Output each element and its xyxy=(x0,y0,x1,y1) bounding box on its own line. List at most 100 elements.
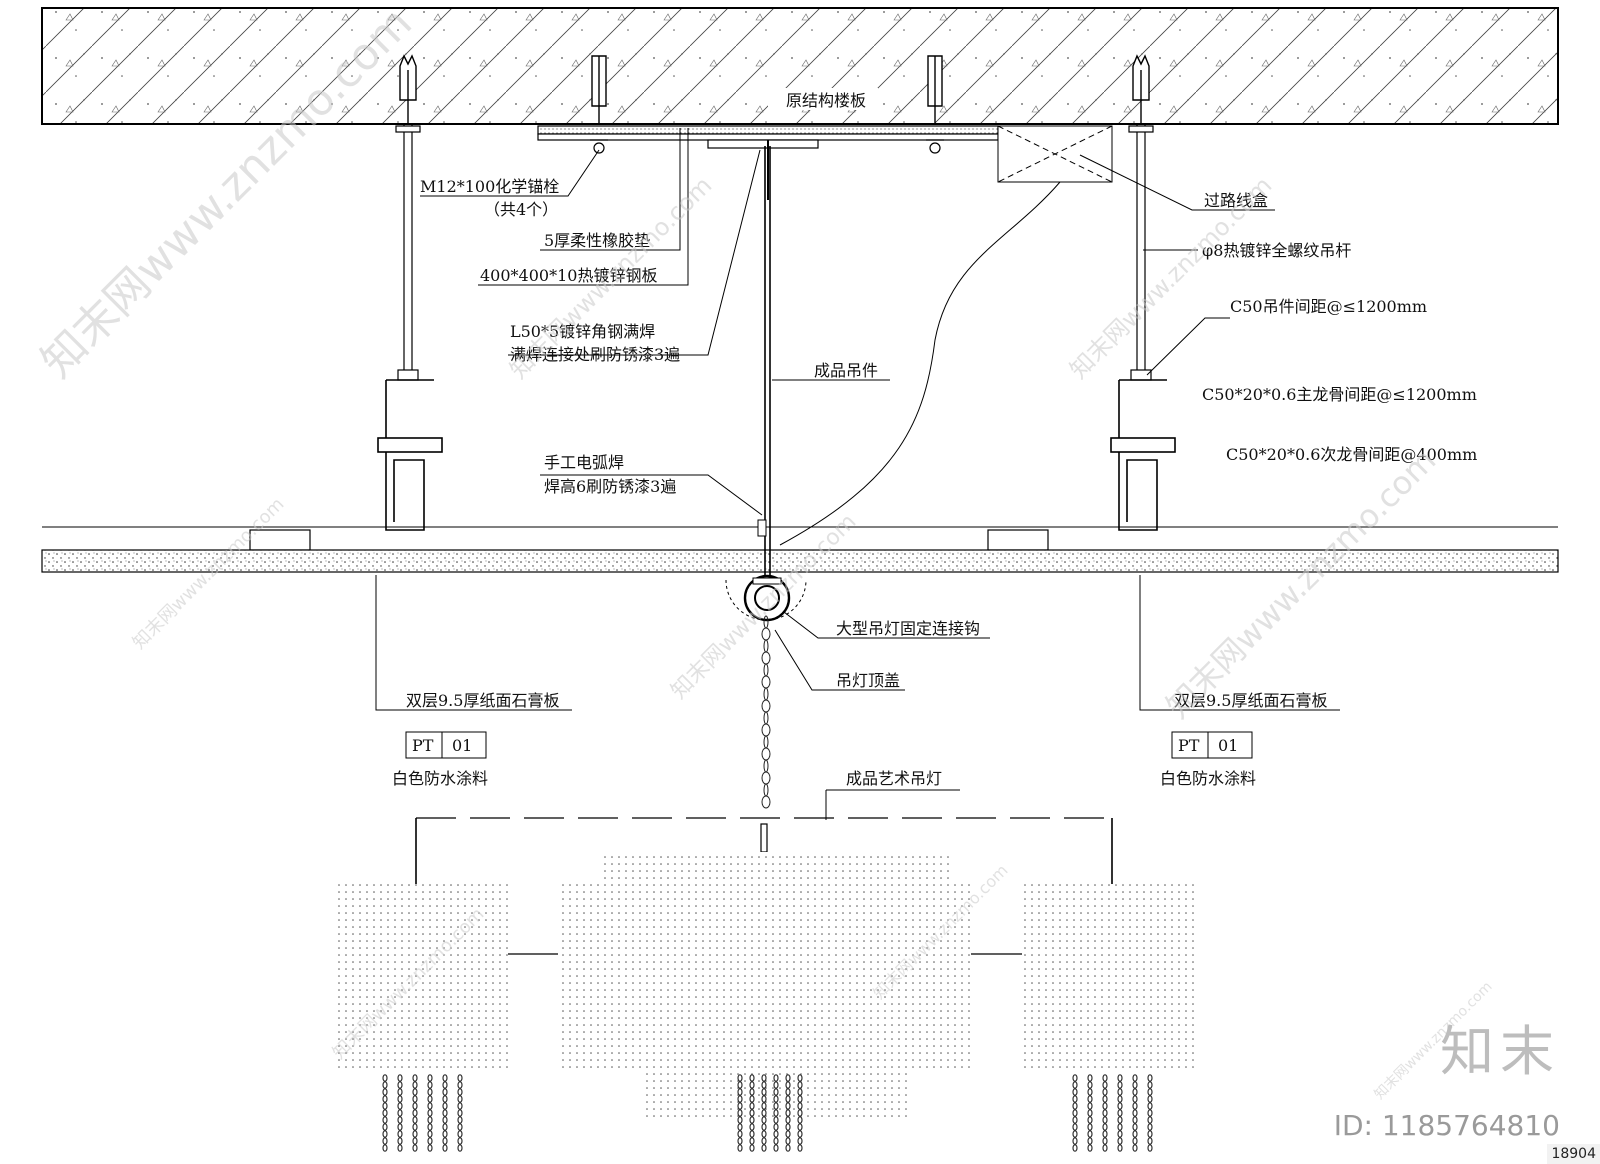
pendant-bead xyxy=(427,1102,433,1110)
pendant-bead xyxy=(1132,1130,1138,1138)
pendant-bead xyxy=(1102,1137,1108,1145)
pendant-bead xyxy=(382,1095,388,1103)
pendant-bead xyxy=(1117,1137,1123,1145)
pendant-bead xyxy=(412,1081,418,1089)
label-rubber: 5厚柔性橡胶垫 xyxy=(544,231,650,250)
steel-plate xyxy=(537,125,999,200)
pendant-bead xyxy=(457,1102,463,1110)
pendant-bead xyxy=(382,1137,388,1145)
pendant-bead xyxy=(457,1095,463,1103)
pendant-bead xyxy=(412,1130,418,1138)
pendant-bead xyxy=(427,1088,433,1096)
label-lamp: 成品艺术吊灯 xyxy=(846,769,942,788)
pendant-bead xyxy=(1087,1116,1093,1124)
pendant-bead xyxy=(442,1109,448,1117)
pendant-bead xyxy=(1102,1116,1108,1124)
chandelier-pendants xyxy=(382,1074,1153,1152)
annotation-labels: 原结构楼板 M12*100化学锚栓 （共4个） 5厚柔性橡胶垫 400*400*… xyxy=(392,91,1477,788)
pendant-bead xyxy=(1072,1130,1078,1138)
pendant-bead xyxy=(1087,1144,1093,1152)
label-weld-1: 手工电弧焊 xyxy=(544,453,624,472)
hanger-rods xyxy=(395,124,1154,381)
pendant-bead xyxy=(1072,1116,1078,1124)
pendant-bead xyxy=(1117,1102,1123,1110)
tag-num-right: 01 xyxy=(1218,736,1238,755)
pendant-bead xyxy=(1147,1109,1153,1117)
pendant-bead xyxy=(1132,1116,1138,1124)
pendant-bead xyxy=(1117,1123,1123,1131)
pendant-bead xyxy=(382,1144,388,1152)
pendant-bead xyxy=(785,1130,791,1138)
pendant-bead xyxy=(412,1095,418,1103)
pendant-bead xyxy=(1132,1137,1138,1145)
pendant-bead xyxy=(785,1137,791,1145)
pendant-bead xyxy=(1147,1123,1153,1131)
pendant-bead xyxy=(773,1123,779,1131)
pendant-bead xyxy=(1072,1074,1078,1082)
structural-slab xyxy=(41,7,1559,125)
pendant-bead xyxy=(412,1123,418,1131)
tag-num-left: 01 xyxy=(452,736,472,755)
label-rod: φ8热镀锌全螺纹吊杆 xyxy=(1202,241,1351,260)
pendant-bead xyxy=(737,1144,743,1152)
pendant-bead xyxy=(1087,1109,1093,1117)
pendant-bead xyxy=(442,1116,448,1124)
pendant-bead xyxy=(427,1123,433,1131)
pendant-bead xyxy=(1147,1095,1153,1103)
chandelier-body xyxy=(335,817,1197,1120)
pendant-bead xyxy=(1147,1137,1153,1145)
pendant-bead xyxy=(442,1123,448,1131)
pendant-bead xyxy=(1102,1144,1108,1152)
pendant-bead xyxy=(1117,1109,1123,1117)
pendant-bead xyxy=(1117,1088,1123,1096)
pendant-bead xyxy=(397,1130,403,1138)
pendant-bead xyxy=(382,1116,388,1124)
pendant-bead xyxy=(1147,1074,1153,1082)
tag-code-right: PT xyxy=(1178,736,1200,755)
pendant-bead xyxy=(442,1074,448,1082)
pendant-bead xyxy=(457,1137,463,1145)
pendant-bead xyxy=(457,1116,463,1124)
pendant-bead xyxy=(1072,1081,1078,1089)
chain-link xyxy=(761,771,771,785)
pendant-bead xyxy=(797,1123,803,1131)
pendant-bead xyxy=(397,1088,403,1096)
pendant-bead xyxy=(1087,1074,1093,1082)
pendant-bead xyxy=(1087,1130,1093,1138)
chain-link xyxy=(763,759,769,773)
pendant-bead xyxy=(397,1109,403,1117)
label-sub-keel: C50*20*0.6次龙骨间距@400mm xyxy=(1226,445,1477,464)
pendant-bead xyxy=(412,1088,418,1096)
label-anchor: M12*100化学锚栓 xyxy=(420,177,559,196)
pendant-bead xyxy=(1102,1088,1108,1096)
pendant-bead xyxy=(1102,1102,1108,1110)
pendant-bead xyxy=(457,1144,463,1152)
pendant-bead xyxy=(382,1109,388,1117)
keel-brackets xyxy=(377,379,1176,531)
label-c50-spacing: C50吊件间距@≤1200mm xyxy=(1230,297,1427,316)
chain-link xyxy=(761,747,771,761)
chain-link xyxy=(761,675,771,689)
pendant-bead xyxy=(1072,1144,1078,1152)
pendant-bead xyxy=(412,1109,418,1117)
pendant-bead xyxy=(442,1081,448,1089)
pendant-bead xyxy=(1072,1095,1078,1103)
pendant-bead xyxy=(1072,1123,1078,1131)
pendant-bead xyxy=(382,1074,388,1082)
chain-link xyxy=(763,687,769,701)
material-tags xyxy=(405,731,1253,759)
pendant-bead xyxy=(749,1123,755,1131)
pendant-bead xyxy=(397,1123,403,1131)
chain-link xyxy=(763,735,769,749)
pendant-bead xyxy=(427,1130,433,1138)
pendant-bead xyxy=(397,1074,403,1082)
chain-link xyxy=(763,783,769,797)
pendant-bead xyxy=(382,1081,388,1089)
pendant-bead xyxy=(427,1109,433,1117)
pendant-bead xyxy=(1102,1074,1108,1082)
pendant-bead xyxy=(1102,1130,1108,1138)
pendant-bead xyxy=(1087,1081,1093,1089)
watermark-text: 知末网www.znzmo.com xyxy=(667,509,862,704)
pendant-bead xyxy=(1132,1095,1138,1103)
label-weld-2: 焊高6刷防锈漆3遍 xyxy=(544,477,676,496)
